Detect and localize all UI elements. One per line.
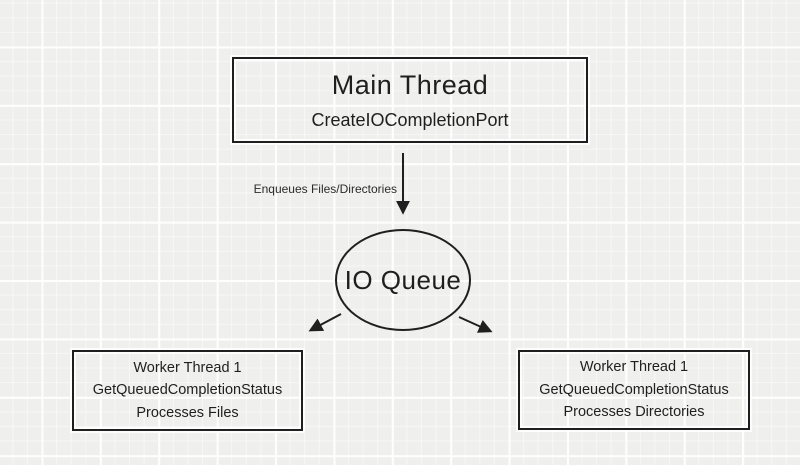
main-thread-title: Main Thread: [331, 70, 489, 100]
io-queue-label: IO Queue: [344, 264, 462, 295]
worker-directories-role: Processes Directories: [563, 404, 705, 421]
enqueue-arrow-label: Enqueues Files/Directories: [253, 182, 397, 196]
worker-directories-title: Worker Thread 1: [579, 359, 689, 376]
worker-files-title: Worker Thread 1: [133, 359, 242, 376]
worker-files-role: Processes Files: [136, 404, 239, 421]
worker-directories-api: GetQueuedCompletionStatus: [539, 381, 729, 398]
to-worker-files-arrow: [308, 313, 342, 332]
to-worker-directories-arrow: [458, 316, 493, 333]
worker-files-api: GetQueuedCompletionStatus: [92, 382, 283, 399]
node-worker-directories: Worker Thread 1 GetQueuedCompletionStatu…: [518, 350, 750, 430]
node-worker-files: Worker Thread 1 GetQueuedCompletionStatu…: [72, 350, 303, 431]
node-io-queue: IO Queue: [335, 229, 471, 331]
main-thread-subtitle: CreateIOCompletionPort: [311, 110, 509, 130]
node-main-thread: Main Thread CreateIOCompletionPort: [232, 57, 588, 143]
